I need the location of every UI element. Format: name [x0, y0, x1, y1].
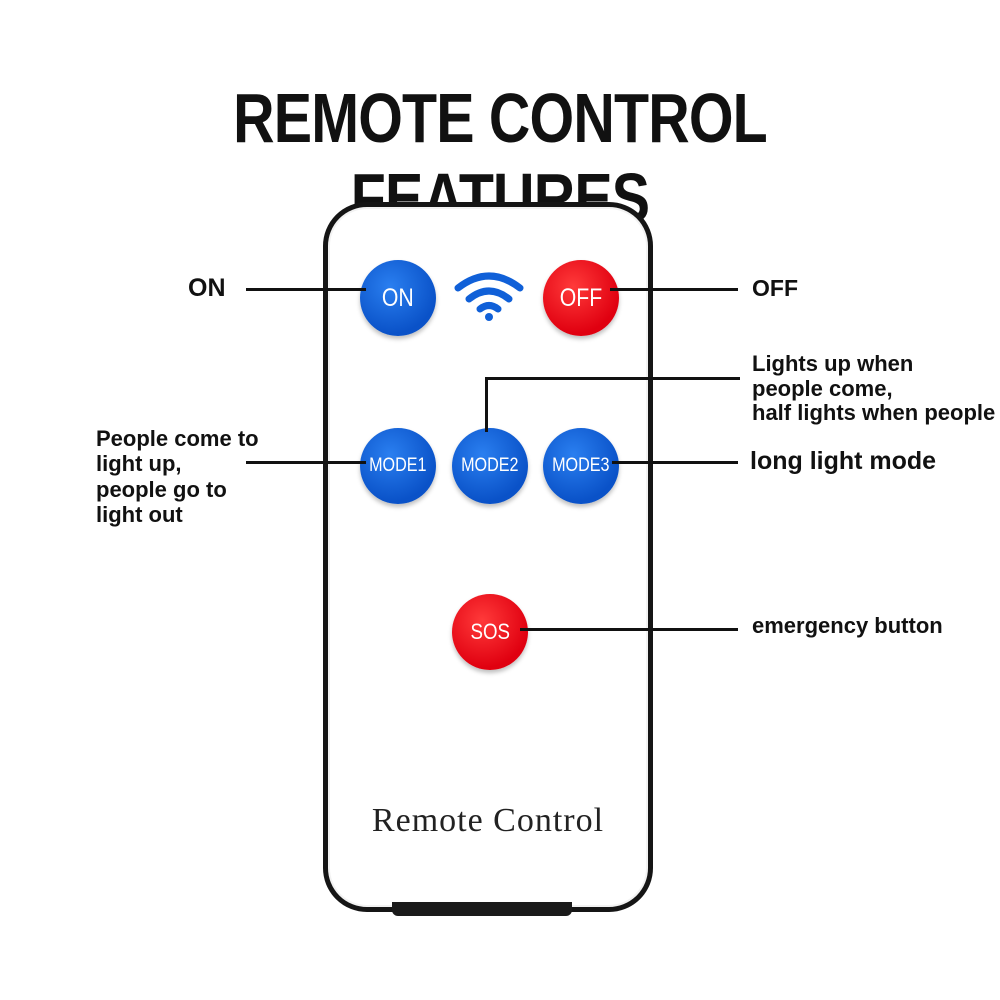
mode2-button-label: MODE2 — [461, 455, 519, 476]
callout-mode2-line1: Lights up when — [752, 351, 914, 376]
off-button-label: OFF — [559, 283, 603, 312]
mode2-button[interactable]: MODE2 — [452, 428, 528, 504]
callout-mode2-line2: people come, — [752, 375, 893, 401]
callout-off: OFF — [752, 275, 798, 301]
wifi-icon — [454, 272, 524, 321]
callout-line-off — [610, 288, 738, 291]
callout-mode1-line3: people go to — [96, 476, 227, 502]
callout-line-sos — [520, 628, 738, 631]
sos-button-label: SOS — [470, 619, 510, 644]
callout-mode1: People come to light up, people go to li… — [96, 426, 259, 527]
callout-mode2: Lights up when people come, half lights … — [752, 351, 996, 426]
callout-mode1-line2: light up, — [96, 451, 182, 477]
off-button[interactable]: OFF — [543, 260, 619, 336]
callout-mode1-line1: People come to — [96, 426, 259, 451]
callout-line-on — [246, 288, 366, 291]
callout-mode1-line4: light out — [96, 501, 183, 527]
callout-mode2-line3: half lights when people — [752, 400, 996, 426]
mode3-button[interactable]: MODE3 — [543, 428, 619, 504]
callout-on: ON — [188, 274, 226, 302]
callout-line-mode2-horizontal — [485, 377, 740, 380]
mode1-button-label: MODE1 — [369, 455, 427, 476]
remote-bottom-edge — [392, 902, 572, 916]
callout-line-mode1 — [246, 461, 366, 464]
remote-label: Remote Control — [371, 802, 605, 839]
page-title: REMOTE CONTROL FEATURES — [233, 79, 768, 237]
callout-sos: emergency button — [752, 613, 943, 638]
on-button[interactable]: ON — [360, 260, 436, 336]
mode1-button[interactable]: MODE1 — [360, 428, 436, 504]
on-button-label: ON — [382, 283, 414, 312]
callout-line-mode2-vertical — [485, 377, 488, 432]
mode3-button-label: MODE3 — [552, 455, 610, 476]
callout-mode3: long light mode — [750, 447, 937, 475]
callout-line-mode3 — [612, 461, 738, 464]
sos-button[interactable]: SOS — [452, 594, 528, 670]
